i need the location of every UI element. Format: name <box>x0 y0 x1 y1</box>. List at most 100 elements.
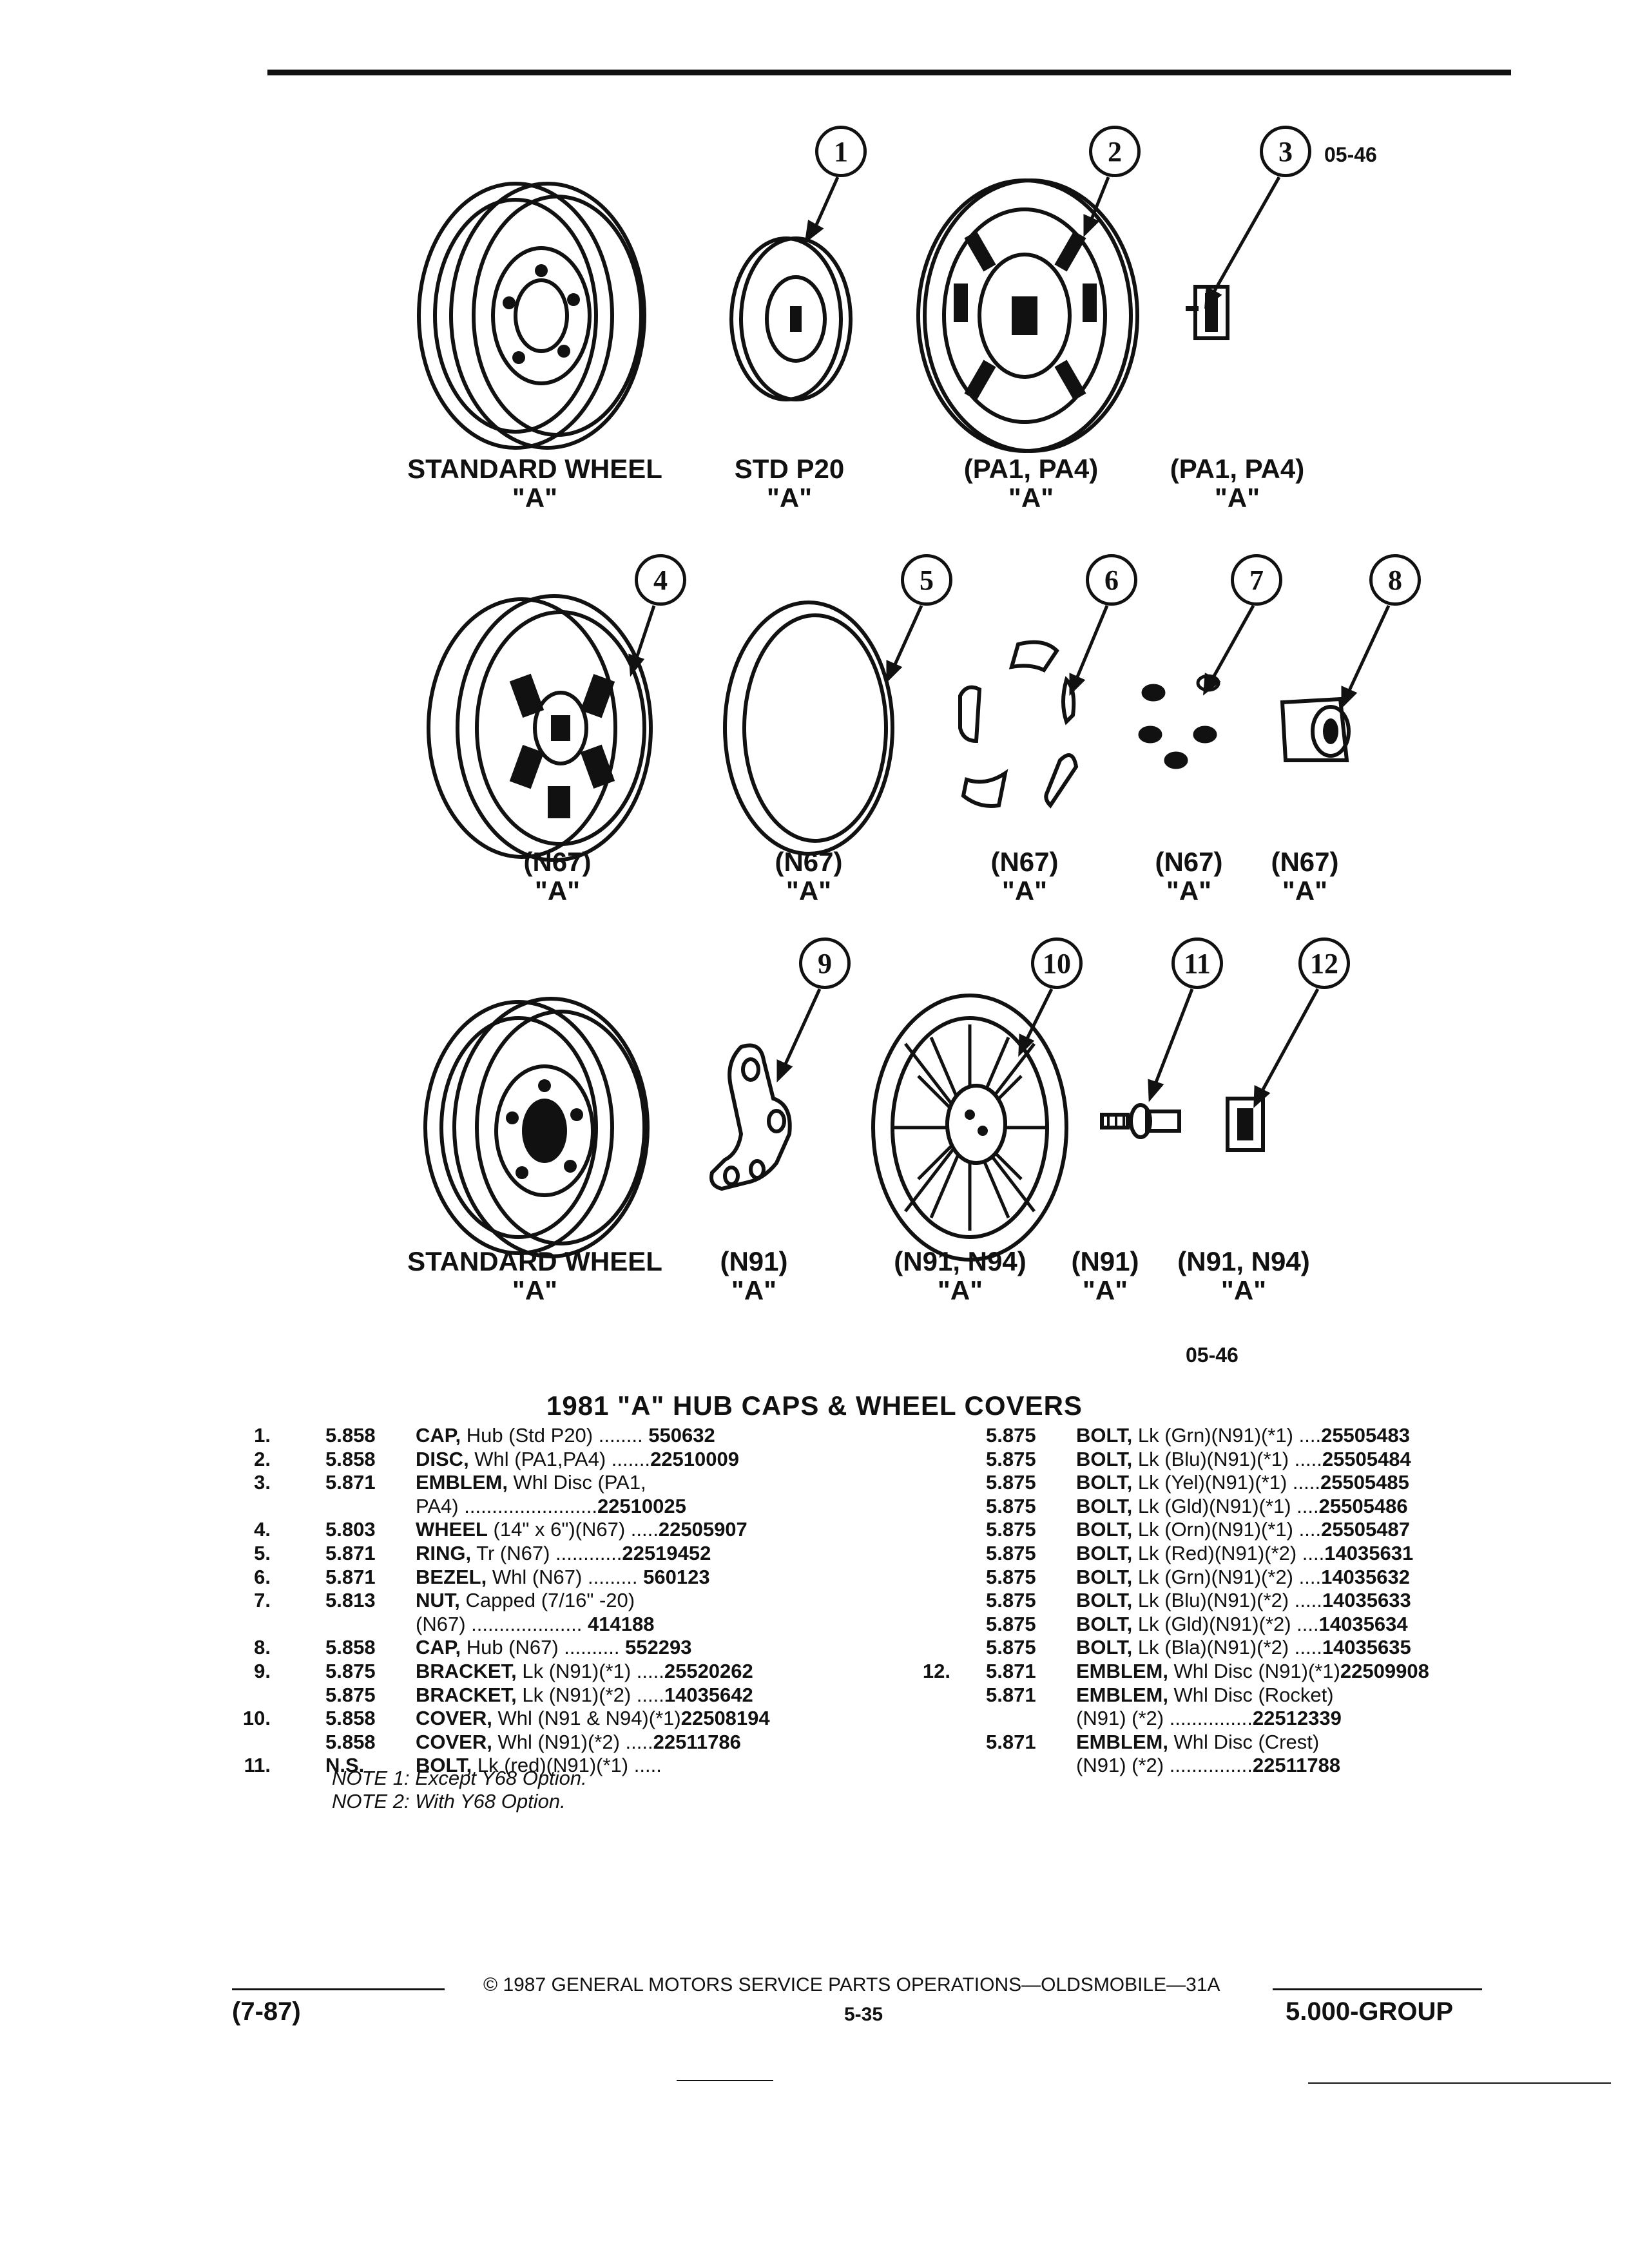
item-number: 10. <box>242 1707 271 1730</box>
part-name: BOLT, <box>1076 1424 1133 1446</box>
part-desc-text: (14" x 6")(N67) ..... <box>487 1518 659 1541</box>
part-number: 22510025 <box>597 1494 686 1517</box>
callout-7: 7 <box>1231 554 1282 606</box>
group-number: 5.858 <box>325 1707 376 1730</box>
part-description: CAP, Hub (N67) .......... 552293 <box>416 1636 692 1659</box>
group-number: 5.803 <box>325 1518 376 1541</box>
part-number: 22519452 <box>622 1542 711 1564</box>
bottom-rule <box>1308 2082 1611 2084</box>
footer-date: (7-87) <box>232 1997 301 2026</box>
part-description: WHEEL (14" x 6")(N67) .....22505907 <box>416 1518 747 1541</box>
part-description: BOLT, Lk (Orn)(N91)(*1) ....25505487 <box>1076 1518 1410 1541</box>
part-description: EMBLEM, Whl Disc (N91)(*1)22509908 <box>1076 1660 1429 1683</box>
standard-wheel-illustration <box>417 182 646 450</box>
part-desc-text: Lk (Yel)(N91)(*1) ..... <box>1132 1471 1320 1494</box>
part-description: BOLT, Lk (Yel)(N91)(*1) .....25505485 <box>1076 1471 1409 1494</box>
part-desc-text: Whl (PA1,PA4) ....... <box>468 1447 651 1470</box>
group-number: 5.871 <box>986 1730 1036 1753</box>
part-description: BEZEL, Whl (N67) ......... 560123 <box>416 1566 710 1589</box>
part-desc-text: Hub (N67) .......... <box>461 1636 626 1659</box>
rally-wheel-illustration <box>427 594 653 862</box>
bezel-illustration <box>958 640 1079 809</box>
label-sub: "A" <box>1082 1275 1128 1305</box>
center-cap-illustration <box>1280 697 1351 762</box>
part-name: DISC, <box>416 1447 469 1470</box>
part-description: BOLT, Lk (Gld)(N91)(*2) ....14035634 <box>1076 1613 1408 1636</box>
label-sub: "A" <box>766 483 813 513</box>
item-number: 6. <box>254 1565 271 1588</box>
part-number: 550632 <box>648 1424 715 1446</box>
part-number: 14035633 <box>1322 1589 1411 1612</box>
label-pa1-pa4: (PA1, PA4) <box>1170 454 1305 484</box>
part-name: COVER, <box>416 1730 492 1753</box>
part-description: BOLT, Lk (Gld)(N91)(*1) ....25505486 <box>1076 1495 1408 1518</box>
group-number: 5.858 <box>325 1447 376 1470</box>
lock-bolt-illustration <box>1100 1103 1181 1139</box>
part-number: 414188 <box>588 1612 655 1635</box>
part-desc-text: (N91) (*2) ............... <box>1076 1707 1253 1730</box>
part-desc-text: Whl Disc (PA1, <box>507 1471 646 1494</box>
top-rule <box>267 70 1511 75</box>
item-number: 5. <box>254 1542 271 1564</box>
callout-2: 2 <box>1089 126 1141 177</box>
group-number: 5.875 <box>325 1660 376 1682</box>
group-number: 5.875 <box>986 1542 1036 1564</box>
part-name: BOLT, <box>1076 1542 1133 1564</box>
wire-wheel-cover-illustration <box>871 994 1068 1262</box>
group-number: 5.858 <box>325 1636 376 1659</box>
part-name: BOLT, <box>1076 1494 1133 1517</box>
part-name: EMBLEM, <box>1076 1660 1168 1682</box>
part-desc-text: Whl (N91)(*2) ..... <box>492 1730 653 1753</box>
group-number: 5.871 <box>325 1471 376 1494</box>
part-name: WHEEL <box>416 1518 488 1541</box>
group-number: 5.875 <box>986 1612 1036 1635</box>
part-description: BOLT, Lk (Grn)(N91)(*2) ....14035632 <box>1076 1566 1410 1589</box>
part-number: 14035631 <box>1324 1542 1414 1564</box>
part-name: BOLT, <box>1076 1589 1133 1612</box>
part-number: 22510009 <box>650 1447 739 1470</box>
part-name: BOLT, <box>1076 1471 1133 1494</box>
footer-rule-right <box>1273 1988 1482 1990</box>
label-n91-n94: (N91, N94) <box>1177 1246 1310 1276</box>
item-number: 8. <box>254 1636 271 1659</box>
part-description: DISC, Whl (PA1,PA4) .......22510009 <box>416 1448 739 1471</box>
part-number: 22511786 <box>653 1730 741 1753</box>
part-desc-text: Lk (Orn)(N91)(*1) .... <box>1132 1518 1322 1541</box>
callout-8: 8 <box>1369 554 1421 606</box>
part-description: BOLT, Lk (red)(N91)(*1) ..... <box>416 1754 662 1777</box>
part-name: CAP, <box>416 1424 461 1446</box>
group-number: 5.875 <box>986 1589 1036 1612</box>
callout-6: 6 <box>1086 554 1137 606</box>
part-description: BOLT, Lk (Blu)(N91)(*1) .....25505484 <box>1076 1448 1411 1471</box>
label-pa1-pa4: (PA1, PA4) <box>963 454 1099 484</box>
part-desc-text: PA4) ........................ <box>416 1494 597 1517</box>
part-name: BOLT, <box>1076 1447 1133 1470</box>
part-description: EMBLEM, Whl Disc (PA1, <box>416 1471 646 1494</box>
part-name: CAP, <box>416 1636 461 1659</box>
part-desc-text: Lk (Grn)(N91)(*1) .... <box>1132 1424 1322 1446</box>
part-number: 22512339 <box>1252 1707 1342 1730</box>
item-number: 3. <box>254 1471 271 1494</box>
part-desc-text: (N91) (*2) ............... <box>1076 1754 1253 1777</box>
part-desc-text: Lk (red)(N91)(*1) ..... <box>472 1754 662 1777</box>
part-description: (N91) (*2) ...............22511788 <box>1076 1754 1340 1777</box>
part-description: BOLT, Lk (Bla)(N91)(*2) .....14035635 <box>1076 1636 1411 1659</box>
group-number: 5.875 <box>986 1447 1036 1470</box>
part-description: RING, Tr (N67) ............22519452 <box>416 1542 711 1565</box>
callout-10: 10 <box>1031 937 1083 989</box>
part-desc-text: Lk (N91)(*1) ..... <box>516 1660 664 1682</box>
part-desc-text: Tr (N67) ............ <box>471 1542 622 1564</box>
part-number: 25520262 <box>664 1660 753 1682</box>
label-sub: "A" <box>512 1275 558 1305</box>
label-standard-wheel: STANDARD WHEEL <box>407 454 662 484</box>
part-number: 14035642 <box>664 1683 753 1706</box>
wheel-disc-illustration <box>916 178 1139 453</box>
part-name: BOLT, <box>1076 1612 1133 1635</box>
lock-bracket-illustration <box>709 1043 792 1191</box>
part-description: NUT, Capped (7/16" -20) <box>416 1589 635 1612</box>
part-number: 25505485 <box>1320 1471 1409 1494</box>
label-sub: "A" <box>786 876 832 906</box>
part-description: BRACKET, Lk (N91)(*2) .....14035642 <box>416 1684 753 1707</box>
callout-5: 5 <box>901 554 952 606</box>
part-number: 14035635 <box>1322 1636 1411 1659</box>
